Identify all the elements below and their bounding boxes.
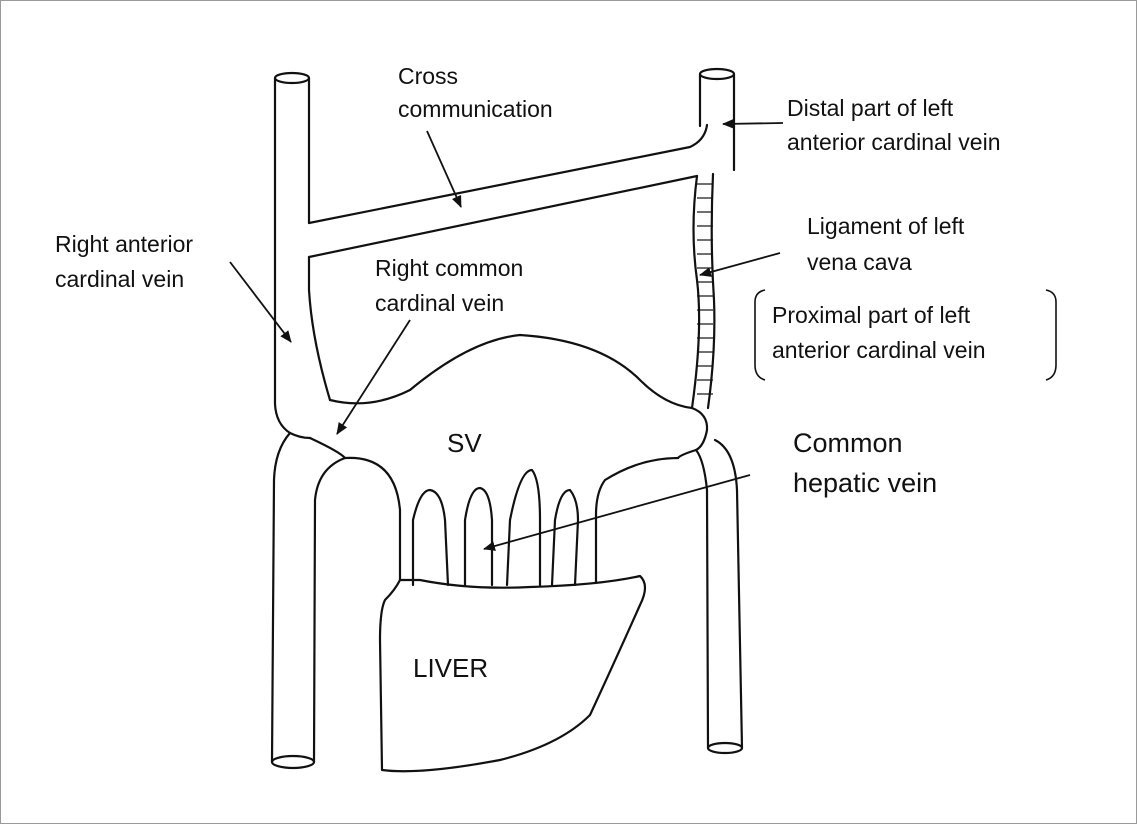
label-common-hepatic-vein: Common hepatic vein bbox=[793, 428, 937, 498]
arrow-right-acv bbox=[230, 262, 291, 342]
annotation-arrows bbox=[230, 123, 783, 549]
label-proximal-left-acv: Proximal part of left anterior cardinal … bbox=[772, 302, 986, 363]
arrow-right-ccv bbox=[337, 320, 410, 434]
label-distal-left-acv: Distal part of left anterior cardinal ve… bbox=[787, 95, 1001, 155]
sinus-venosus bbox=[290, 335, 707, 458]
right-lower-vein bbox=[272, 433, 345, 768]
cross-communication-vein bbox=[309, 125, 707, 257]
hepatic-sinusoids bbox=[345, 458, 596, 585]
right-anterior-cardinal-vein bbox=[275, 73, 330, 433]
label-liver: LIVER bbox=[413, 653, 488, 683]
arrow-hepatic-vein bbox=[484, 475, 750, 549]
label-right-ccv: Right common cardinal vein bbox=[375, 255, 530, 316]
text-labels: Cross communication Distal part of left … bbox=[55, 63, 1001, 683]
label-cross-communication: Cross communication bbox=[398, 63, 553, 122]
left-lower-vein bbox=[596, 440, 742, 753]
arrow-distal-left-acv bbox=[723, 123, 783, 124]
label-ligament-left-vc: Ligament of left vena cava bbox=[807, 213, 971, 275]
ligament-left-vena-cava bbox=[692, 174, 714, 408]
label-sinus-venosus: SV bbox=[447, 428, 482, 458]
label-right-acv: Right anterior cardinal vein bbox=[55, 231, 199, 292]
distal-left-anterior-cardinal-vein bbox=[700, 69, 734, 170]
